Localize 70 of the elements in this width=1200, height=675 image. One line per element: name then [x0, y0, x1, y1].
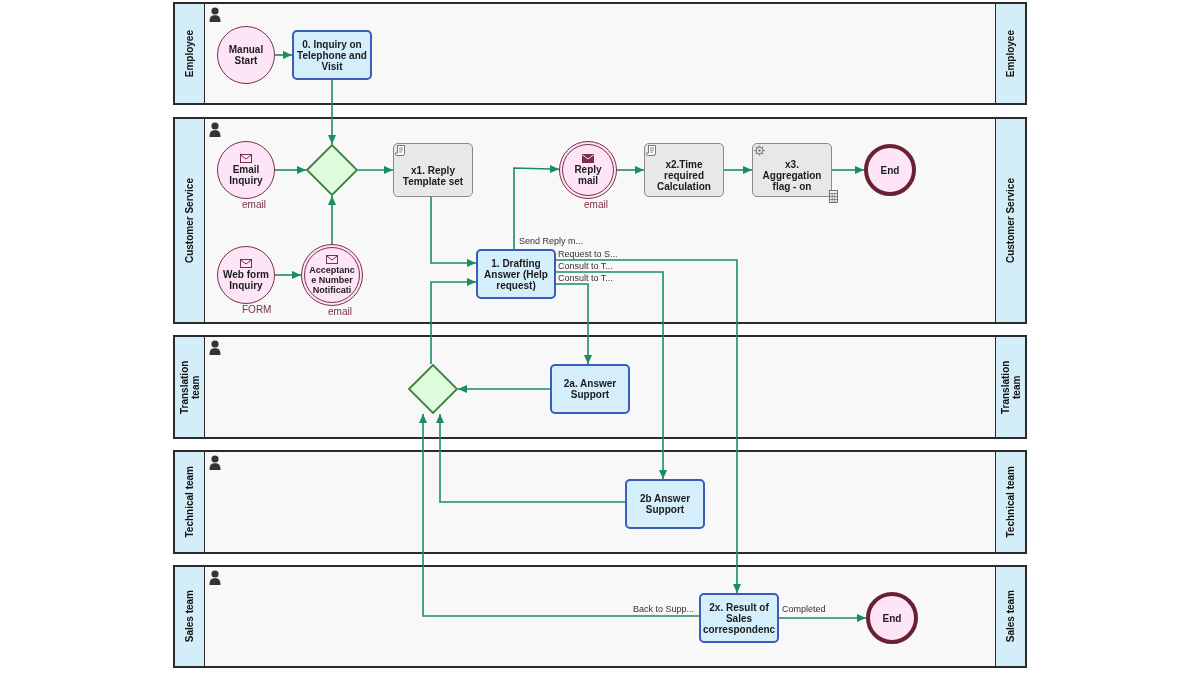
- arrow: [778, 613, 867, 623]
- arrow: [418, 413, 700, 617]
- arrow: [555, 283, 593, 365]
- edge-label: Completed: [781, 604, 827, 614]
- end-event-circle: [866, 592, 918, 644]
- arrow: [327, 195, 337, 245]
- task-box: [292, 30, 372, 80]
- arrow: [274, 50, 293, 60]
- arrow: [357, 165, 394, 175]
- task-box: [644, 143, 724, 197]
- edge-label: Send Reply m...: [518, 236, 585, 246]
- arrow: [327, 79, 337, 145]
- event-type-label: email: [242, 199, 266, 210]
- task-box: [476, 249, 556, 299]
- arrow: [513, 164, 560, 250]
- task-label: 2x. Result of Sales correspondenc: [702, 601, 776, 635]
- lane-label: Employee: [1005, 29, 1016, 78]
- swimlane: [173, 117, 1027, 324]
- task-label: x1. Reply Template set: [401, 164, 465, 187]
- arrow: [555, 259, 742, 594]
- gateway-diamond: [306, 144, 358, 196]
- lane-label: Sales team: [184, 590, 195, 643]
- lane-label: Customer Service: [1005, 177, 1016, 263]
- lane-label: Sales team: [1005, 590, 1016, 643]
- event-label: Manual Start: [227, 44, 265, 66]
- arrow: [274, 165, 307, 175]
- lane-label: Translation team: [178, 359, 201, 416]
- event-type-label: email: [328, 306, 352, 317]
- edge-label: Back to Supp...: [632, 604, 696, 614]
- event-label: Email Inquiry: [228, 164, 264, 186]
- event-label: End: [882, 612, 902, 624]
- task-box: [550, 364, 630, 414]
- event-label: End: [880, 164, 900, 176]
- arrow: [274, 270, 302, 280]
- event-type-label: FORM: [242, 304, 272, 315]
- arrow: [616, 165, 645, 175]
- task-label: x2.Time required Calculation: [656, 159, 712, 192]
- lane-label: Employee: [184, 29, 195, 78]
- task-label: 1. Drafting Answer (Help request): [483, 257, 549, 291]
- task-box: [625, 479, 705, 529]
- arrow: [831, 165, 865, 175]
- edge-label: Request to S...: [557, 249, 619, 259]
- end-event-circle: [864, 144, 916, 196]
- event-label: Acceptance Number Notificati: [308, 265, 356, 295]
- arrow: [435, 413, 626, 503]
- swimlane: [173, 450, 1027, 554]
- swimlane: [173, 335, 1027, 439]
- edge-label: Consult to T...: [557, 261, 614, 271]
- task-label: 2a. Answer Support: [562, 378, 618, 400]
- arrow: [555, 271, 668, 480]
- swimlane: [173, 2, 1027, 105]
- event-label: Reply mail: [573, 164, 603, 186]
- event-type-label: email: [584, 199, 608, 210]
- lane-label: Translation team: [999, 359, 1022, 416]
- task-box: [393, 143, 473, 197]
- event-label: Web form Inquiry: [222, 269, 270, 291]
- lane-label: Technical team: [184, 466, 195, 538]
- lane-label: Technical team: [1005, 466, 1016, 538]
- lane-label: Customer Service: [184, 177, 195, 263]
- task-box: [699, 593, 779, 643]
- task-label: x3. Aggregation flag - on: [761, 159, 823, 192]
- arrow: [457, 384, 551, 394]
- task-label: 0. Inquiry on Telephone and Visit: [296, 38, 368, 72]
- arrow: [430, 277, 477, 365]
- arrow: [723, 165, 753, 175]
- gateway-diamond: [408, 364, 458, 414]
- swimlane: [173, 565, 1027, 668]
- task-label: 2b Answer Support: [638, 493, 692, 515]
- edge-label: Consult to T...: [557, 273, 614, 283]
- arrow: [430, 196, 477, 268]
